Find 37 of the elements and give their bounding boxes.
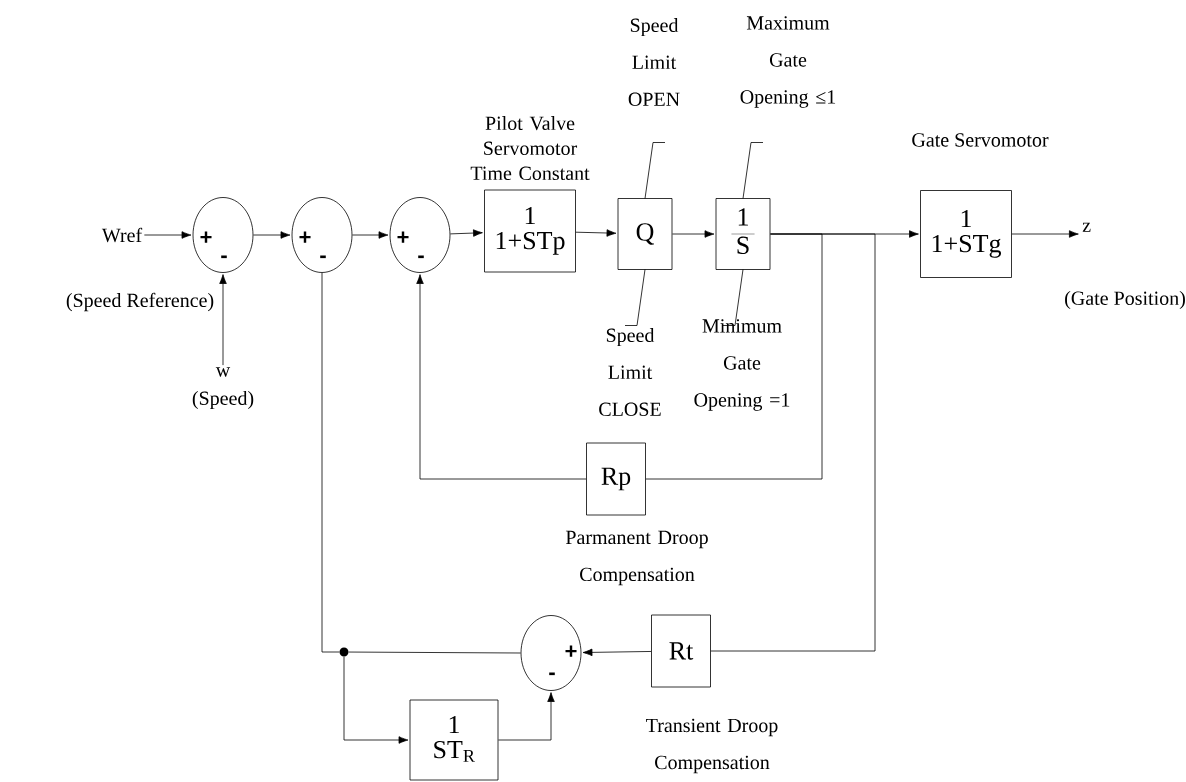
signal-label: w [215,367,231,377]
limit-label: Speed Limit CLOSE [599,327,661,417]
arrow [1011,230,1079,238]
signal-label: (Speed Reference) [66,292,214,312]
arrow [219,274,227,366]
block-caption: Parmanent Droop Compensation [565,530,708,586]
limit-label: Maximum Gate Opening ≤1 [740,16,836,108]
limit-label: Minimum Gate Opening =1 [694,319,790,411]
arrow [582,648,652,657]
limit-label: Speed Limit OPEN [628,17,680,107]
arrow [672,230,715,238]
arrow [253,231,291,239]
block-caption: Pilot Valve Servomotor Time Constant [470,115,590,181]
transfer-block: Q [617,198,673,270]
block-caption: Gate Servomotor [912,133,1049,147]
transfer-block: 1 1+STp [484,189,576,273]
arrow [450,229,483,237]
arrow [416,274,587,480]
arrow [143,231,192,239]
transfer-block: 1 S [715,198,771,270]
summing-junction: + - [520,615,582,691]
block-caption: Transient Droop Compensation [646,718,778,774]
summing-junction: + - [389,197,451,273]
signal-label: Wref [101,227,143,243]
arrow [352,231,389,239]
signal-label: z [1082,222,1091,232]
transfer-block: Rp [586,442,646,516]
signal-label: (Gate Position) [1065,290,1185,310]
summing-junction: + - [291,197,353,273]
arrow [575,229,617,237]
transfer-block: Rt [651,614,711,688]
summing-junction: + - [192,197,254,273]
arrow [498,692,555,741]
arrow [343,656,409,744]
signal-label: (Speed) [192,390,254,410]
transfer-block: 1 ST$_{R}$ [409,699,499,781]
transfer-block: 1 1+STg [920,190,1012,278]
